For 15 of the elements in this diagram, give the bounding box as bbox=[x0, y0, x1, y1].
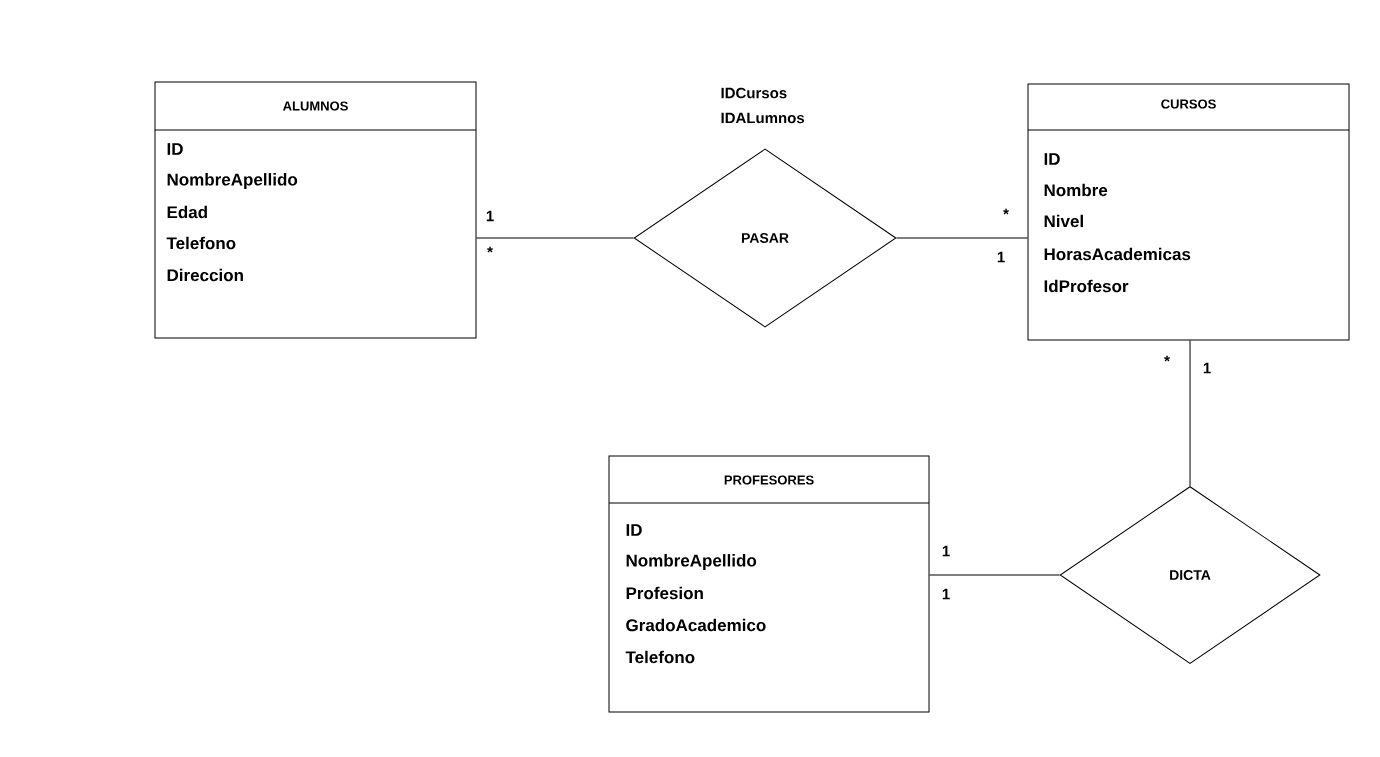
connector-line bbox=[1189, 340, 1191, 487]
entity-box: PROFESORES ID NombreApellido Profesion GradoAcademico Telefono bbox=[608, 455, 930, 713]
attribute-text: IDCursos bbox=[721, 87, 787, 99]
multiplicity-label: * bbox=[487, 246, 493, 253]
connector-line bbox=[929, 574, 1060, 576]
multiplicity-label: * bbox=[1003, 208, 1009, 215]
entity-box: ALUMNOS ID NombreApellido Edad Telefono Direccion bbox=[154, 81, 477, 339]
connector-line bbox=[476, 237, 634, 239]
attribute-text: IDALumnos bbox=[721, 112, 805, 124]
multiplicity-label: 1 bbox=[997, 251, 1005, 263]
multiplicity-label: 1 bbox=[1203, 362, 1211, 374]
multiplicity-label: * bbox=[1164, 355, 1170, 362]
entity-box: CURSOS ID Nombre Nivel HorasAcademicas IdProfesor bbox=[1027, 83, 1350, 341]
multiplicity-label: 1 bbox=[942, 588, 950, 600]
connector-line bbox=[896, 237, 1028, 239]
